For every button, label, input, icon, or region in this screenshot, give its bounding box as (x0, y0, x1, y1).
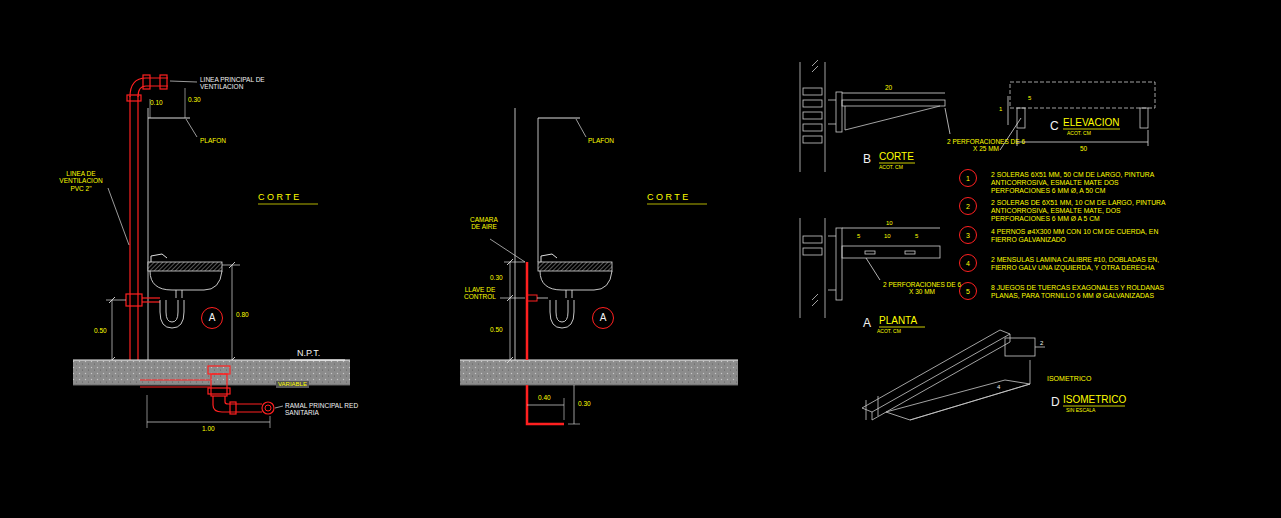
drawing-label: 4 PERNOS ø4X300 MM CON 10 CM DE CUERDA, … (991, 228, 1169, 244)
drawing-label: 0.50 (490, 326, 503, 333)
drawing-label: PLAFON (588, 137, 614, 144)
callout-circle: 2 (959, 197, 977, 215)
drawing-label: LINEA DE VENTILACION PVC 2" (54, 170, 108, 192)
callout-letter: 4 (966, 260, 970, 267)
callout-letter: 1 (966, 175, 970, 182)
drawing-label: 2 (1040, 340, 1043, 347)
drawing-label: 0.10 (150, 99, 163, 106)
drawing-label: C O R T E (258, 192, 299, 202)
callout-circle: 5 (959, 282, 977, 300)
drawing-label: D (1051, 396, 1060, 410)
drawing-label: 20 (885, 84, 892, 91)
drawing-label: 8 JUEGOS DE TUERCAS EXAGONALES Y ROLDANA… (991, 284, 1169, 300)
drawing-label: LLAVE DE CONTROL (462, 286, 498, 301)
drawing-label: 2 PERFORACIONES DE 6 X 25 MM (945, 138, 1027, 153)
detalle-mensula (800, 60, 1155, 420)
drawing-label: ISOMETRICO (1047, 375, 1091, 383)
callout-circle: 3 (959, 226, 977, 244)
callout-circle: A (592, 307, 614, 329)
callout-letter: 5 (966, 288, 970, 295)
drawing-label: CAMARA DE AIRE (466, 216, 502, 231)
drawing-label: 0.30 (188, 96, 201, 103)
drawing-label: PLANTA (879, 315, 917, 327)
drawing-label: 4 (997, 384, 1000, 391)
drawing-label: 5 (857, 233, 860, 240)
drawing-label: 0.30 (578, 400, 591, 407)
drawing-label: 2 SOLERAS DE 6X51 MM, 10 CM DE LARGO, PI… (991, 199, 1169, 222)
drawing-label: 50 (1080, 145, 1087, 152)
drawing-label: 10 (884, 233, 891, 240)
drawing-label: PLAFON (200, 137, 226, 144)
drawing-label: ACOT. CM (877, 329, 901, 335)
callout-letter: 3 (966, 232, 970, 239)
drawing-label: 5 (1028, 95, 1031, 102)
drawing-label: C (1050, 120, 1059, 134)
callout-letter: A (600, 313, 607, 323)
drawing-label: SIN ESCALA (1066, 408, 1095, 414)
drawing-label: 10 (886, 220, 893, 227)
drawing-label: 5 (915, 233, 918, 240)
drawing-label: ACOT. CM (1067, 131, 1091, 137)
drawing-label: 0.50 (94, 327, 107, 334)
callout-circle: 4 (959, 254, 977, 272)
drawing-label: 2 MENSULAS LAMINA CALIBRE #10, DOBLADAS … (991, 256, 1169, 272)
drawing-label: 0.80 (236, 311, 249, 318)
drawing-label: LINEA PRINCIPAL DE VENTILACION (200, 76, 275, 91)
drawing-label: VARIABLE (276, 381, 309, 388)
drawing-label: 1 (999, 106, 1002, 113)
drawing-label: C O R T E (647, 192, 688, 202)
callout-letter: A (209, 313, 216, 323)
drawing-label: 0.30 (490, 274, 503, 281)
drawing-label: 0.40 (538, 394, 551, 401)
drawing-label: 2 PERFORACIONES DE 6 X 30 MM (880, 281, 964, 296)
lavabo (538, 254, 612, 328)
callout-circle: 1 (959, 169, 977, 187)
left-section (73, 75, 350, 428)
drawing-label: ISOMETRICO (1063, 394, 1126, 406)
drawing-label: ELEVACION (1063, 117, 1120, 129)
drawing-label: B (863, 153, 871, 167)
middle-section (460, 108, 738, 424)
drawing-label: A (863, 317, 871, 331)
drawing-label: 2 SOLERAS 6X51 MM, 50 CM DE LARGO, PINTU… (991, 171, 1169, 194)
lavabo (148, 254, 222, 328)
callout-letter: 2 (966, 203, 970, 210)
drawing-label: ACOT. CM (879, 165, 903, 171)
drawing-label: N.P.T. (297, 348, 320, 358)
drawing-label: CORTE (879, 151, 914, 163)
drawing-label: RAMAL PRINCIPAL RED SANITARIA (285, 402, 367, 417)
callout-circle: A (201, 307, 223, 329)
drawing-label: 1.00 (202, 425, 215, 432)
